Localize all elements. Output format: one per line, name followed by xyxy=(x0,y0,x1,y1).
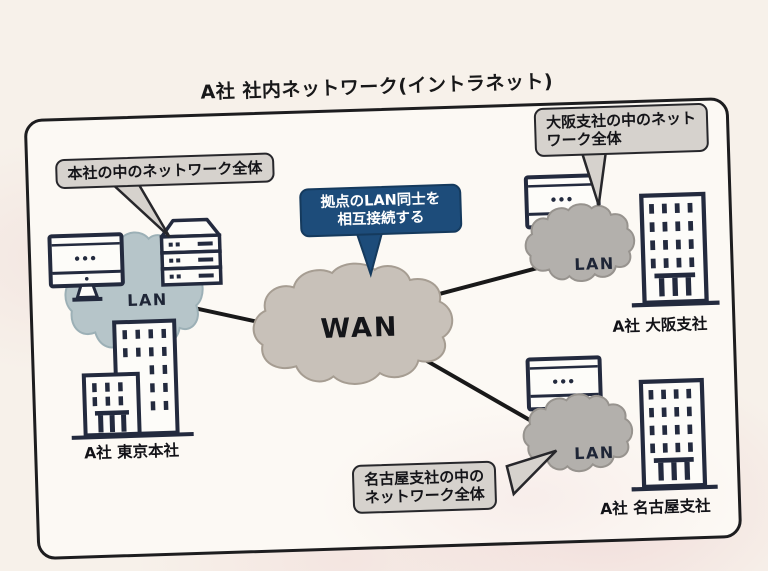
callout-osaka-network-line2: ワーク全体 xyxy=(546,129,622,151)
callout-nagoya-network-line2: ネットワーク全体 xyxy=(364,485,486,507)
office-building-icon-nagoya xyxy=(628,380,717,490)
office-building-icon-osaka xyxy=(628,194,719,306)
lan-label-tokyo: LAN xyxy=(126,289,168,311)
lan-label-nagoya: LAN xyxy=(573,442,615,464)
callout-tail-nagoya xyxy=(505,449,558,497)
site-label-tokyo: A社 東京本社 xyxy=(83,441,180,463)
server-rack-icon-tokyo xyxy=(159,217,223,287)
lan-label-osaka: LAN xyxy=(574,253,616,274)
callout-tail-tokyo xyxy=(108,181,171,238)
wan-label: WAN xyxy=(319,311,399,345)
office-building-icon-tokyo xyxy=(68,320,194,438)
site-label-osaka: A社 大阪支社 xyxy=(612,314,708,336)
site-label-nagoya: A社 名古屋支社 xyxy=(599,496,711,519)
